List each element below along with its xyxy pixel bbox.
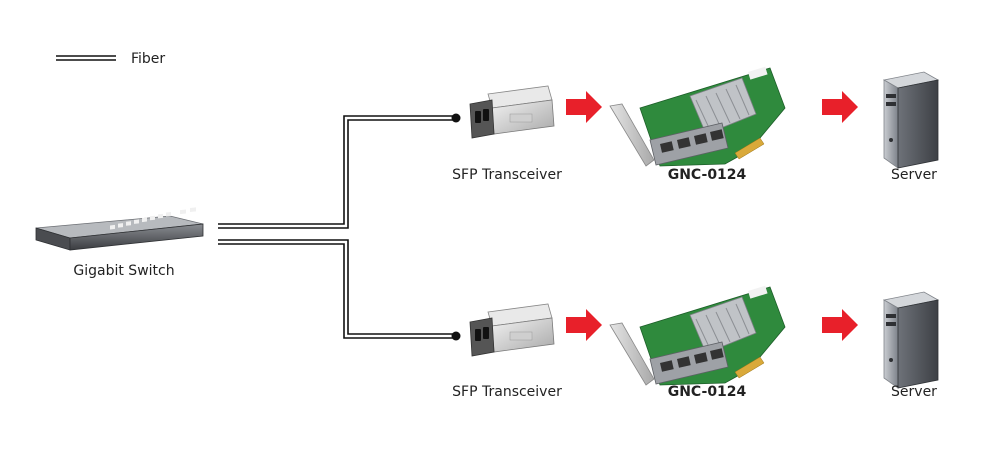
server-tower-icon — [883, 291, 939, 389]
gigabit-switch: Gigabit Switch — [35, 207, 204, 279]
fiber-cable-bottom — [218, 239, 455, 339]
arrow-right-icon — [822, 309, 858, 341]
card-model-label: GNC-0124 — [668, 384, 747, 400]
card-model-label: GNC-0124 — [668, 167, 747, 183]
network-card-icon — [609, 66, 786, 167]
connection-row-2: SFP Transceiver GNC-0124 Server — [452, 285, 939, 400]
arrow-right-icon — [566, 91, 602, 123]
server-label: Server — [891, 167, 937, 183]
sfp-transceiver-icon — [469, 85, 555, 139]
transceiver-label: SFP Transceiver — [452, 384, 562, 400]
legend: Fiber — [56, 51, 165, 67]
network-card-icon — [609, 285, 786, 386]
server-label: Server — [891, 384, 937, 400]
arrow-right-icon — [566, 309, 602, 341]
fiber-cable-top — [218, 115, 455, 229]
sfp-transceiver-icon — [469, 303, 555, 357]
legend-fiber-label: Fiber — [131, 51, 165, 67]
switch-label: Gigabit Switch — [73, 263, 174, 279]
server-tower-icon — [883, 71, 939, 169]
connection-row-1: SFP Transceiver GNC-0124 Server — [452, 66, 939, 183]
arrow-right-icon — [822, 91, 858, 123]
fiber-connector-dot-bottom — [451, 331, 461, 341]
network-switch-icon — [35, 207, 204, 251]
fiber-connector-dot-top — [451, 113, 461, 123]
transceiver-label: SFP Transceiver — [452, 167, 562, 183]
